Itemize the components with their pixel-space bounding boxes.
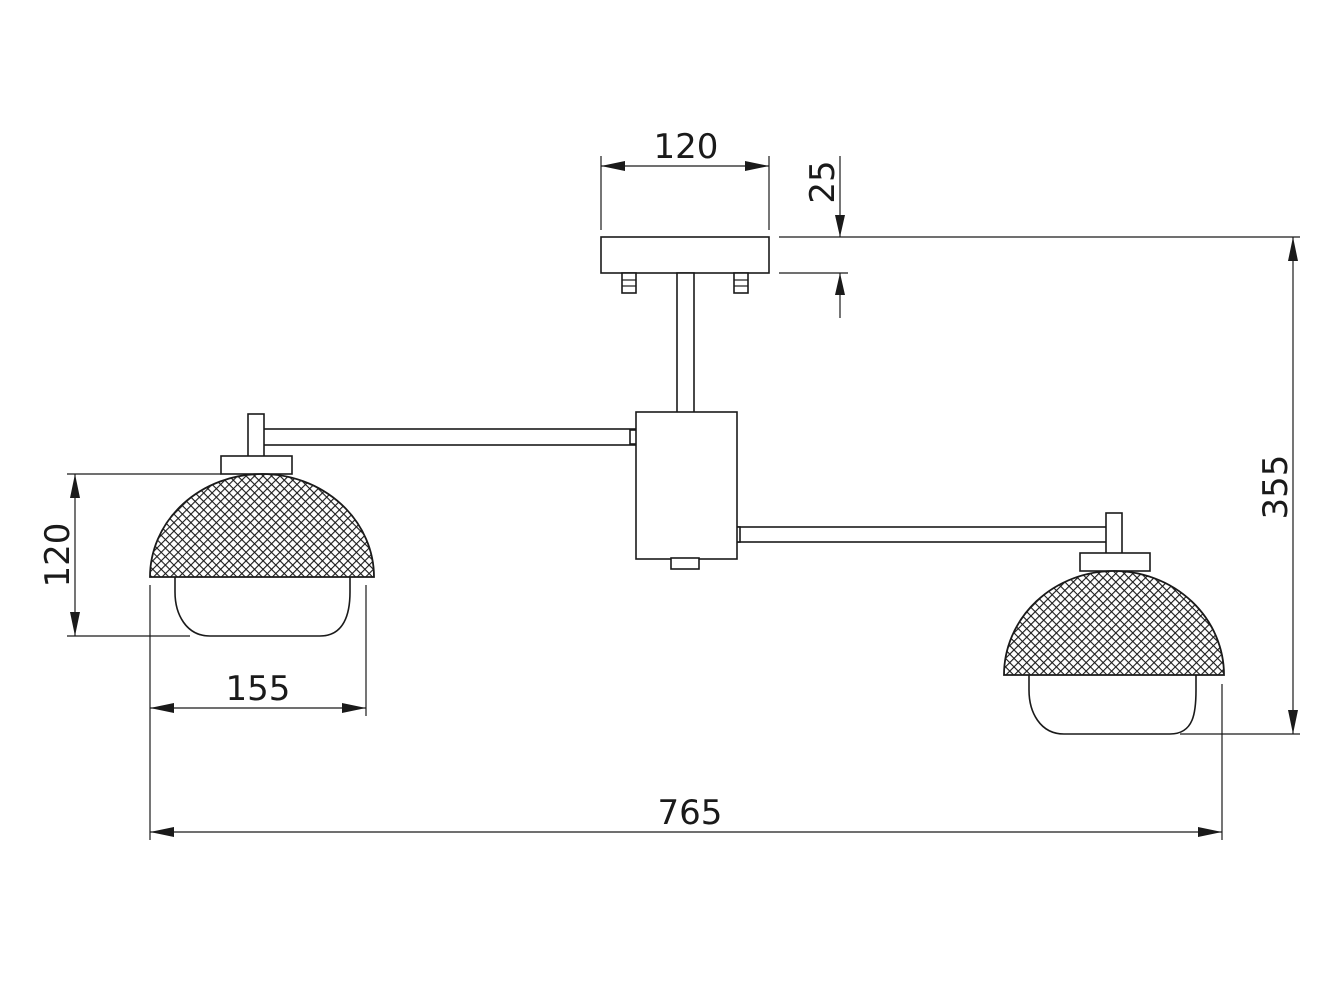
- right-arm: [732, 512, 1123, 556]
- left-lamp: [149, 455, 375, 637]
- dimension-canopy-width: 120: [600, 127, 770, 230]
- left-glass-diffuser: [174, 577, 351, 637]
- dimension-shade-height: 120: [38, 473, 221, 637]
- dimension-total-height: 355: [1180, 237, 1300, 735]
- canopy-height-label: 25: [803, 160, 843, 203]
- right-lamp: [1003, 552, 1225, 735]
- shade-width-label: 155: [226, 669, 291, 709]
- canopy-screws: [621, 272, 749, 294]
- canopy-width-label: 120: [654, 127, 719, 167]
- right-mesh-shade: [1003, 570, 1225, 676]
- shade-height-label: 120: [38, 523, 78, 588]
- right-glass-diffuser: [1028, 675, 1197, 735]
- center-stem: [676, 272, 695, 414]
- total-width-label: 765: [658, 793, 723, 833]
- central-junction-body: [635, 411, 738, 570]
- left-mesh-shade: [149, 473, 375, 578]
- total-height-label: 355: [1256, 455, 1296, 520]
- dimension-canopy-height: 25: [779, 156, 1300, 318]
- left-arm: [247, 413, 638, 459]
- dimension-total-width: 765: [149, 684, 1223, 840]
- dimension-shade-width: 155: [149, 585, 367, 716]
- ceiling-canopy: [600, 236, 770, 274]
